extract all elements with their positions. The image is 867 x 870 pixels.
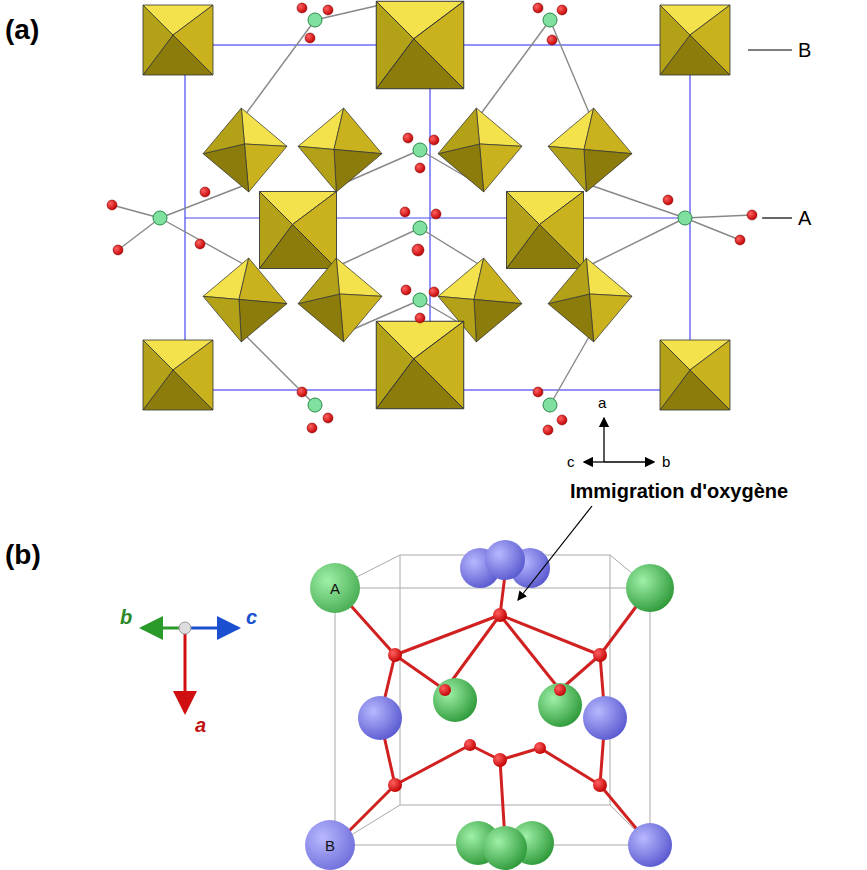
panel-letter: (b) xyxy=(5,540,41,571)
leader-lines xyxy=(748,50,792,218)
axis-label: a xyxy=(195,714,206,736)
bond-lines xyxy=(335,575,650,845)
a-site-atoms xyxy=(433,564,674,870)
oxygen-atoms xyxy=(107,3,757,435)
axis-label: b xyxy=(662,454,670,471)
axis-label: c xyxy=(567,454,575,471)
axis-label: a xyxy=(598,395,606,412)
atom-label: A xyxy=(330,581,340,596)
site-label: A xyxy=(798,207,811,229)
a-site-atom: A xyxy=(310,563,360,613)
b-site-atoms xyxy=(358,540,672,867)
axis-label: b xyxy=(120,606,132,628)
oxygen-arrow xyxy=(518,506,592,600)
oxygen-atoms xyxy=(388,608,607,792)
panel-letter: (a) xyxy=(5,15,39,46)
atom-label: B xyxy=(325,838,335,853)
cation-atoms xyxy=(153,13,692,412)
annotation: Immigration d'oxygène xyxy=(570,480,788,502)
axis-arrows xyxy=(584,418,654,462)
axis-arrows xyxy=(142,622,238,712)
unit-cell-lines xyxy=(335,555,650,845)
b-site-atom: B xyxy=(305,820,355,870)
octahedra xyxy=(143,1,730,410)
site-label: B xyxy=(798,39,811,61)
axis-label: c xyxy=(246,606,257,628)
